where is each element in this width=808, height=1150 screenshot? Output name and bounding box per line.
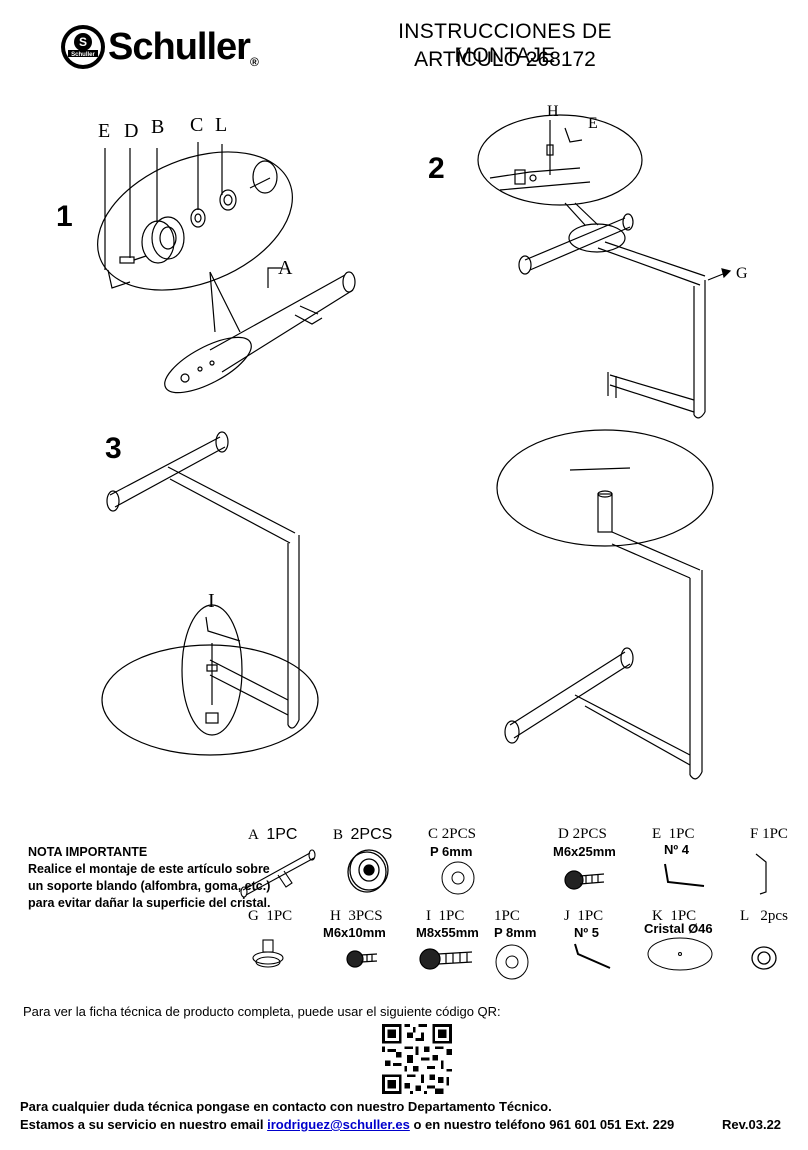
- part-A-rod-icon: [240, 849, 316, 898]
- callout-A: A: [278, 257, 293, 279]
- part-D-spec: M6x25mm: [553, 844, 616, 859]
- step-number-3: 3: [105, 432, 122, 465]
- qr-instructions: Para ver la ficha técnica de producto co…: [23, 1004, 501, 1019]
- callout-E-step2: E: [588, 115, 598, 132]
- part-K-title: K 1PC: [652, 908, 697, 924]
- contact-line: Estamos a su servicio en nuestro email i…: [20, 1117, 675, 1132]
- part-washer8-icon: [495, 944, 529, 980]
- part-E-spec: Nº 4: [664, 842, 689, 857]
- part-F-bracket-icon: [755, 853, 767, 895]
- article-number: ARTÍCULO 268172: [414, 48, 596, 71]
- part-H-screw-icon: [346, 950, 378, 968]
- final-assembly-diagram: [496, 429, 714, 780]
- part-C-washer-icon: [441, 861, 475, 895]
- step1-diagram: [97, 142, 356, 394]
- revision-number: Rev.03.22: [722, 1117, 782, 1132]
- part-E-allen-key-icon: [664, 863, 705, 887]
- part-B-title: B 2PCS: [333, 826, 393, 843]
- part-J-spec: Nº 5: [574, 925, 599, 940]
- part-E-title: E 1PC: [652, 826, 695, 842]
- part-L-title: L 2pcs: [740, 908, 788, 924]
- part-I-spec: M8x55mm: [416, 925, 479, 940]
- callout-D: D: [124, 120, 139, 142]
- callout-E: E: [98, 120, 111, 142]
- step-number-1: 1: [56, 200, 73, 233]
- important-note: NOTA IMPORTANTE Realice el montaje de es…: [28, 844, 278, 912]
- part-D-screw-icon: [564, 870, 605, 890]
- part-L-ring-icon: [751, 946, 777, 970]
- part-C-spec: P 6mm: [430, 844, 473, 859]
- part-K-spec: Cristal Ø46: [644, 921, 713, 936]
- step2-diagram: [477, 114, 732, 419]
- part-A-title: A 1PC: [248, 826, 298, 843]
- part-G-title: G 1PC: [248, 908, 293, 924]
- part-H-spec: M6x10mm: [323, 925, 386, 940]
- part-G-foot-icon: [252, 939, 284, 968]
- callout-H: H: [547, 103, 559, 120]
- support-email-link[interactable]: irodriguez@schuller.es: [267, 1117, 410, 1132]
- support-text: Para cualquier duda técnica pongase en c…: [20, 1099, 552, 1114]
- doc-title: INSTRUCCIONES DE MONTAJE: [398, 20, 612, 67]
- brand-seal-icon: S Schuller: [61, 25, 105, 69]
- part-washer8-spec: P 8mm: [494, 925, 537, 940]
- part-washer8-title: 1PC: [494, 908, 520, 924]
- note-body: Realice el montaje de este artículo sobr…: [28, 862, 271, 910]
- part-H-title: H 3PCS: [330, 908, 383, 924]
- part-K-glass-icon: [647, 937, 713, 971]
- seal-text: Schuller: [71, 52, 95, 58]
- part-J-allen-key-icon: [574, 943, 611, 969]
- callout-L: L: [215, 114, 228, 136]
- part-C-title: C 2PCS: [428, 826, 476, 842]
- note-title: NOTA IMPORTANTE: [28, 845, 148, 859]
- part-J-title: J 1PC: [564, 908, 604, 924]
- callout-G: G: [736, 265, 748, 282]
- callout-I: I: [208, 590, 215, 612]
- step-number-2: 2: [428, 152, 445, 185]
- part-B-wheel-icon: [347, 849, 389, 893]
- part-I-title: I 1PC: [426, 908, 465, 924]
- part-I-bolt-icon: [419, 948, 473, 970]
- brand-logo: S Schuller Schuller®: [60, 22, 270, 78]
- svg-text:S: S: [79, 35, 87, 49]
- callout-B: B: [151, 116, 165, 138]
- brand-name: Schuller®: [108, 26, 259, 69]
- step3-diagram: [101, 431, 319, 756]
- callout-C: C: [190, 114, 204, 136]
- product-qr-code-icon[interactable]: [382, 1024, 452, 1094]
- part-F-title: F 1PC: [750, 826, 788, 842]
- part-D-title: D 2PCS: [558, 826, 607, 842]
